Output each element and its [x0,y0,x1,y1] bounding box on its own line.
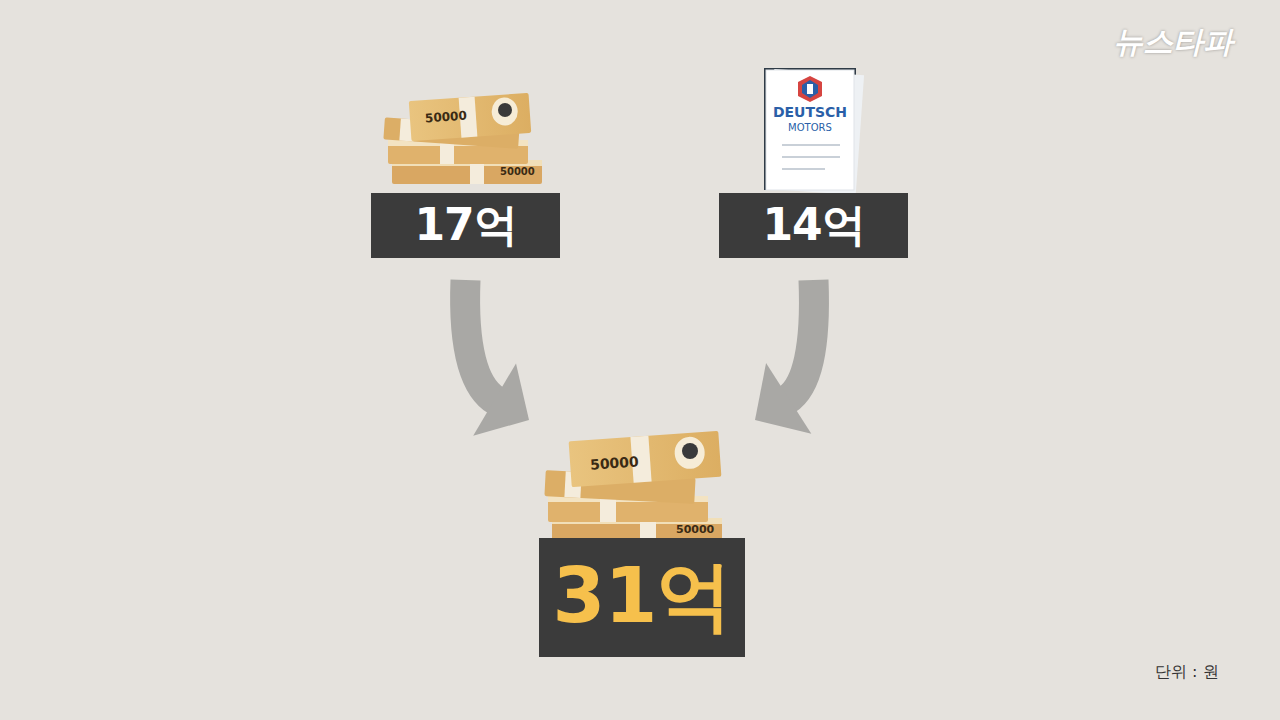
amount-box: 14억 [719,193,908,258]
document-icon [764,68,864,195]
arrow-shaft [787,280,814,400]
logo-text: DEUTSCH [773,104,847,120]
arrow-shaft [465,280,496,401]
money-stack [544,431,722,544]
amount-text: 31억 [553,546,732,649]
banknote-value: 50000 [676,523,714,536]
amount-box: 31억 [539,538,745,657]
banknote-value: 50000 [500,166,535,177]
banknote-value: 50000 [590,453,640,472]
banknote-value: 50000 [425,109,468,126]
money-stack [383,93,542,184]
curved-arrow [465,280,529,436]
unit-note: 단위 : 원 [1155,662,1219,683]
watermark: 뉴스타파 [1113,22,1233,63]
amount-text: 17억 [414,196,516,255]
logo-text: MOTORS [788,122,832,133]
arrow-head [755,363,811,434]
curved-arrow [755,280,814,434]
amount-box: 17억 [371,193,560,258]
arrow-head [473,363,529,435]
amount-text: 14억 [762,196,864,255]
